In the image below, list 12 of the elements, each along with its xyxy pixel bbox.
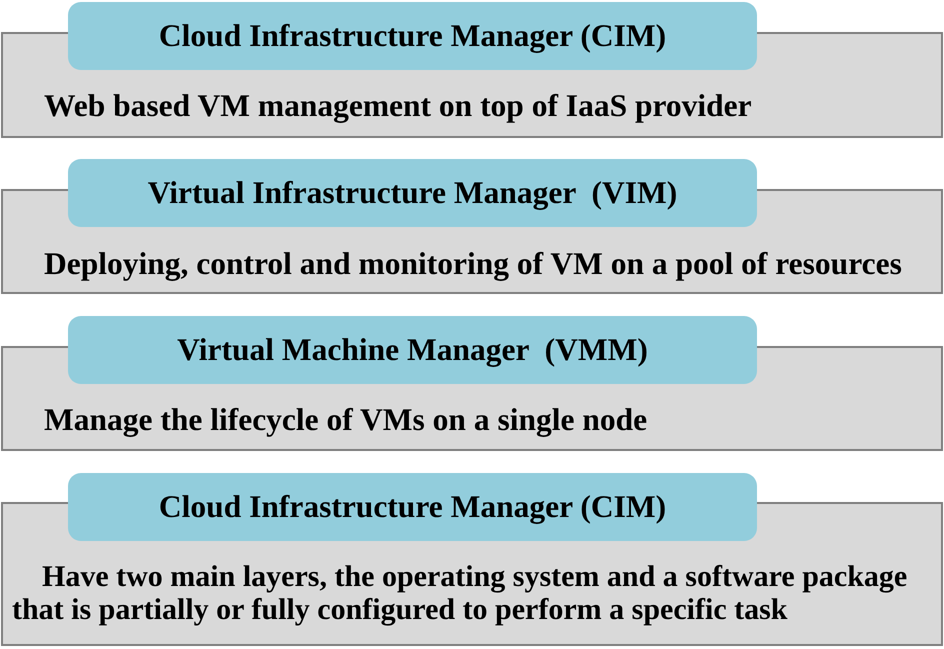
layer-description: Manage the lifecycle of VMs on a single node (44, 402, 648, 437)
layer-title-banner (68, 473, 757, 541)
layer-title-banner (68, 2, 757, 70)
layer-title: Virtual Infrastructure Manager (VIM) (148, 175, 678, 211)
layer-description: Have two main layers, the operating system and a software package that is partially or fully configured to perform a specific task (12, 560, 908, 626)
layer-title-banner (68, 316, 757, 384)
layer-title: Cloud Infrastructure Manager (CIM) (158, 489, 666, 525)
layer-title: Cloud Infrastructure Manager (CIM) (158, 18, 666, 54)
layer-description: Deploying, control and monitoring of VM on a pool of resources (44, 246, 902, 281)
layer-description: Web based VM management on top of IaaS provider (44, 88, 752, 123)
layer-title-banner (68, 159, 757, 227)
layer-title: Virtual Machine Manager (VMM) (177, 332, 648, 368)
